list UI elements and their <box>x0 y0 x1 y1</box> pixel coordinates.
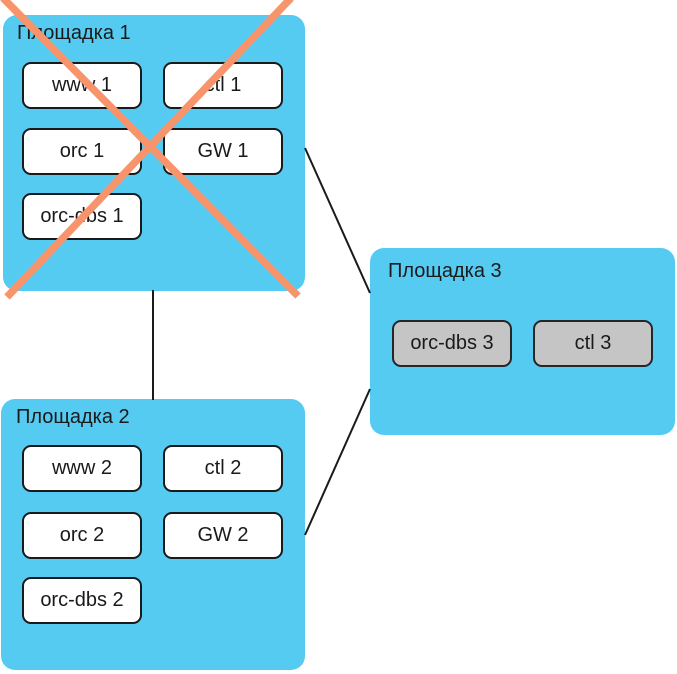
node-gw-1: GW 1 <box>163 128 283 175</box>
site-3: Площадка 3 orc-dbs 3 ctl 3 <box>370 248 675 435</box>
node-orc-dbs-1: orc-dbs 1 <box>22 193 142 240</box>
node-ctl-1: ctl 1 <box>163 62 283 109</box>
site-2-title: Площадка 2 <box>16 406 130 428</box>
node-orc-2: orc 2 <box>22 512 142 559</box>
site-3-title: Площадка 3 <box>388 260 502 282</box>
node-ctl-2: ctl 2 <box>163 445 283 492</box>
node-orc-dbs-3: orc-dbs 3 <box>392 320 512 367</box>
node-www-2: www 2 <box>22 445 142 492</box>
link-site2-site3 <box>304 388 371 536</box>
node-orc-dbs-2: orc-dbs 2 <box>22 577 142 624</box>
link-site1-site3 <box>304 147 371 294</box>
site-1-title: Площадка 1 <box>17 22 131 44</box>
node-orc-1: orc 1 <box>22 128 142 175</box>
node-gw-2: GW 2 <box>163 512 283 559</box>
node-www-1: www 1 <box>22 62 142 109</box>
site-2: Площадка 2 www 2 ctl 2 orc 2 GW 2 orc-db… <box>1 399 305 670</box>
site-1: Площадка 1 www 1 ctl 1 orc 1 GW 1 orc-db… <box>3 15 305 291</box>
node-ctl-3: ctl 3 <box>533 320 653 367</box>
